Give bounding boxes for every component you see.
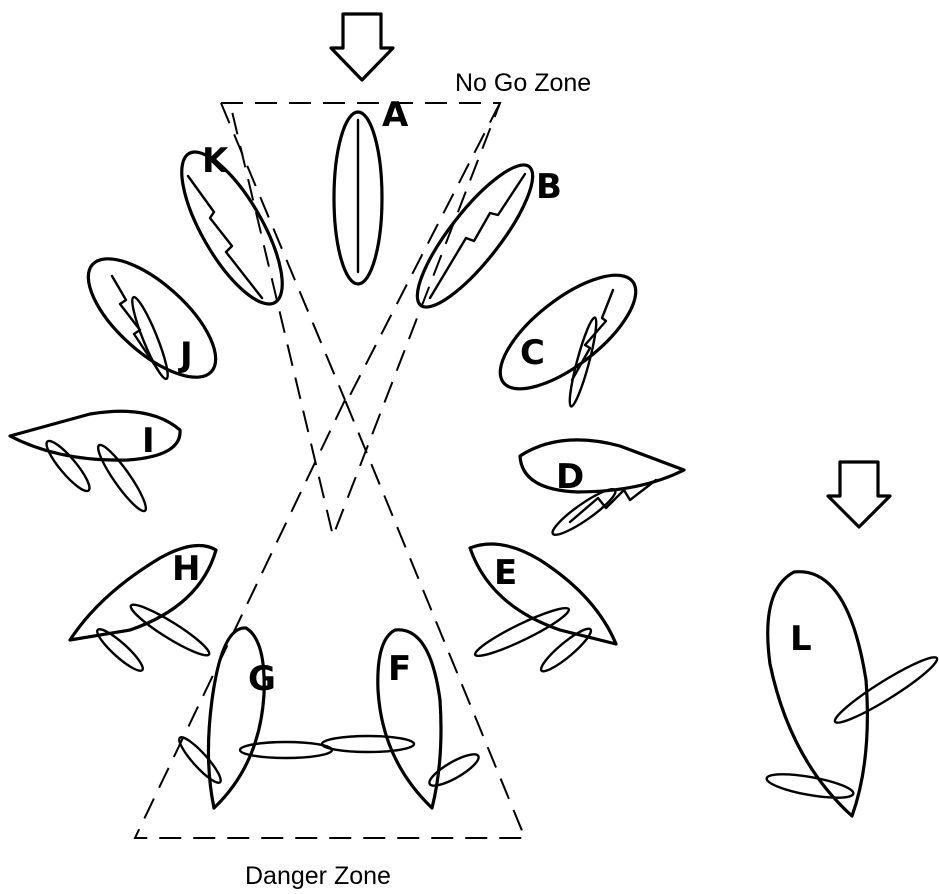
- wind-arrow-icon-right: [828, 462, 890, 527]
- boat-g-label: G: [248, 659, 276, 699]
- boat-a-label: A: [382, 95, 409, 135]
- boat-a: A: [334, 95, 409, 284]
- boat-l-label: L: [790, 619, 812, 659]
- boat-i-label: I: [142, 421, 155, 461]
- boat-e-label: E: [494, 553, 517, 593]
- boat-g: G: [175, 628, 332, 808]
- boat-d-label: D: [556, 457, 584, 497]
- boat-l: L: [765, 572, 939, 816]
- boat-j: J: [70, 239, 234, 397]
- no-go-zone-outline: [221, 103, 500, 536]
- wind-arrow-icon: [331, 14, 393, 80]
- no-go-zone-side: [221, 103, 500, 405]
- boat-f: F: [322, 630, 482, 808]
- boat-i: I: [10, 411, 180, 515]
- boat-d: D: [520, 440, 684, 540]
- boat-h-label: H: [172, 549, 200, 589]
- boat-k: K: [163, 139, 301, 318]
- boat-c: C: [483, 256, 653, 409]
- boat-k-label: K: [202, 141, 230, 181]
- boat-j-label: J: [178, 335, 193, 375]
- no-go-zone-label: No Go Zone: [455, 69, 591, 97]
- boat-h: H: [70, 546, 216, 676]
- boat-b-label: B: [536, 167, 562, 207]
- boat-c-label: C: [520, 333, 545, 373]
- danger-zone-label: Danger Zone: [245, 862, 391, 890]
- boat-f-label: F: [388, 649, 411, 689]
- boat-e: E: [470, 544, 616, 676]
